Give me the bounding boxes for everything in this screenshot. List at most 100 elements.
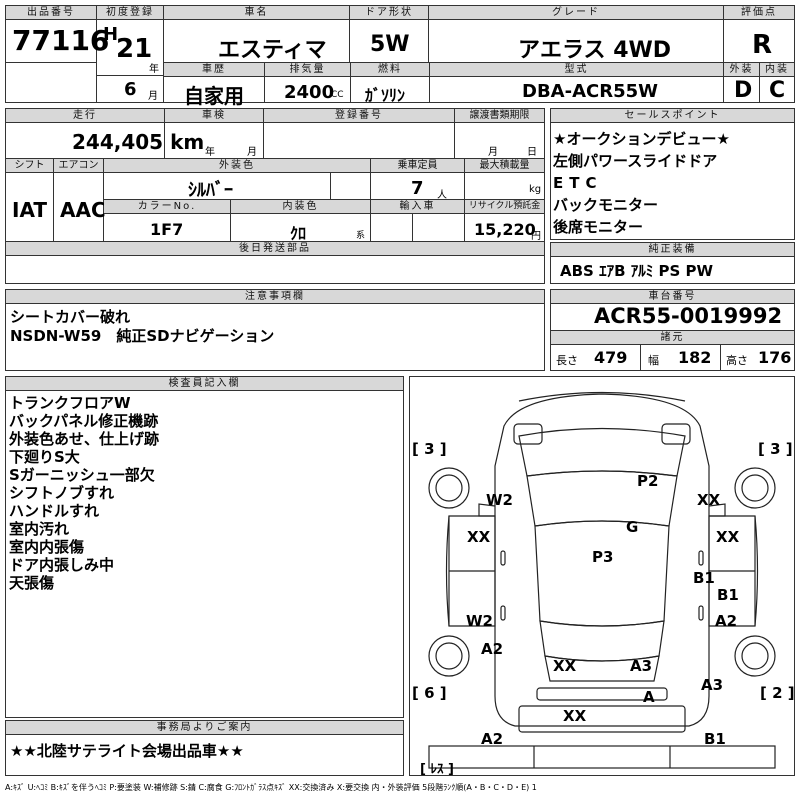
damage-mark: B1 xyxy=(704,730,726,748)
width: 182 xyxy=(678,348,712,367)
length: 479 xyxy=(594,348,628,367)
inspector-line: ハンドルすれ xyxy=(9,502,100,520)
chassis-label: 車台番号 xyxy=(551,290,794,304)
fuel-label: 燃料 xyxy=(351,63,429,77)
inspector-line: トランクフロアW xyxy=(9,394,131,412)
capacity-unit: 人 xyxy=(437,190,447,201)
grade-label: グレード xyxy=(429,6,723,20)
damage-mark: A2 xyxy=(481,640,504,658)
lot-label: 出品番号 xyxy=(6,6,96,20)
equipment-list: ABS ｴｱB ｱﾙﾐ PS PW xyxy=(560,262,714,280)
displacement-label: 排気量 xyxy=(265,63,350,77)
later-parts-label: 後日発送部品 xyxy=(6,242,544,256)
sales-point: 左側パワースライドドア xyxy=(553,152,718,170)
diagram-label-tl: [ 3 ] xyxy=(412,440,447,458)
score: R xyxy=(752,30,773,60)
inspector-line: 天張傷 xyxy=(9,574,55,592)
history-label: 車歴 xyxy=(164,63,264,77)
damage-mark: A3 xyxy=(630,657,653,675)
note-line: シートカバー破れ xyxy=(10,308,131,326)
model-label: 型式 xyxy=(430,63,723,77)
inspector-line: 室内内張傷 xyxy=(9,538,85,556)
mileage: 244,405 km xyxy=(72,130,205,154)
ext-score: D xyxy=(734,78,753,103)
insp-year-unit: 年 xyxy=(205,147,215,158)
door-type: 5W xyxy=(370,32,410,57)
damage-mark: A2 xyxy=(715,612,738,630)
regno-label: 登録番号 xyxy=(264,109,454,123)
door-label: ドア形状 xyxy=(350,6,428,20)
tr-month-unit: 月 xyxy=(488,147,498,158)
int-color-unit: 系 xyxy=(356,231,366,241)
diagram-label-br: [ 2 ] xyxy=(760,684,795,702)
inspector-line: 下廻りS大 xyxy=(9,448,80,466)
int-score: C xyxy=(769,78,786,103)
diagram-label-bottom: [ ﾚｽ ] xyxy=(420,762,454,777)
top-section xyxy=(5,5,795,103)
damage-mark: XX xyxy=(697,491,721,509)
damage-mark: XX xyxy=(563,707,587,725)
hgt-label: 高さ xyxy=(726,354,748,367)
notes-label: 注意事項欄 xyxy=(6,290,544,304)
int-color: ｸﾛ xyxy=(290,224,307,243)
load-label: 最大積載量 xyxy=(465,159,544,173)
wid-label: 幅 xyxy=(648,354,659,367)
office-label: 事務局よりご案内 xyxy=(6,721,403,735)
shift-label: シフト xyxy=(6,159,53,173)
height: 176 xyxy=(758,348,792,367)
damage-mark: W2 xyxy=(486,491,513,509)
equipment-label: 純正装備 xyxy=(551,243,794,257)
displacement: 2400 xyxy=(284,82,335,103)
year: 21 xyxy=(116,34,153,64)
recycle-unit: 円 xyxy=(531,231,541,242)
diagram-label-tr: [ 3 ] xyxy=(758,440,793,458)
recycle-label: リサイクル預託金 xyxy=(465,200,544,214)
transfer-label: 譲渡書類期限 xyxy=(455,109,544,123)
sales-points xyxy=(550,108,795,240)
fuel: ｶﾞｿﾘﾝ xyxy=(365,86,406,105)
sales-point: 後席モニター xyxy=(553,218,644,236)
damage-diagram xyxy=(409,376,795,776)
sales-point: バックモニター xyxy=(553,196,659,214)
color-label: 外装色 xyxy=(104,159,370,173)
year-unit: 年 xyxy=(149,64,159,75)
colorno-label: カラーNo. xyxy=(104,200,230,214)
inspector-label: 検査員記入欄 xyxy=(6,377,403,391)
damage-mark: B1 xyxy=(717,586,739,604)
insp-month-unit: 月 xyxy=(247,147,257,158)
capacity-label: 乗車定員 xyxy=(371,159,464,173)
inspector-section xyxy=(5,376,404,718)
damage-mark: XX xyxy=(467,528,491,546)
history: 自家用 xyxy=(184,84,244,108)
note-line: NSDN-W59 純正SDナビゲーション xyxy=(10,327,275,345)
damage-mark: W2 xyxy=(466,612,493,630)
diagram-label-bl: [ 6 ] xyxy=(412,684,447,702)
grade: アエラス 4WD xyxy=(518,38,672,63)
inspection-label: 車検 xyxy=(165,109,263,123)
capacity: 7 xyxy=(411,178,424,199)
inspector-line: Sガーニッシュ一部欠 xyxy=(9,466,155,484)
inspector-lines: トランクフロアW バックパネル修正機跡 外装色あせ、仕上げ跡 下廻りS大 Sガー… xyxy=(9,394,159,592)
int-color-label: 内装色 xyxy=(231,200,370,214)
damage-mark: A2 xyxy=(481,730,504,748)
ext-label: 外装 xyxy=(724,63,759,77)
legend: A:ｷｽﾞ U:ﾍｺﾐ B:ｷｽﾞを伴うﾍｺﾐ P:要塗装 W:補修跡 S:錆 … xyxy=(5,783,537,792)
int-label: 内装 xyxy=(760,63,794,77)
model: DBA-ACR55W xyxy=(522,81,658,102)
import-label: 輸入車 xyxy=(371,200,464,214)
damage-mark: G xyxy=(626,518,639,536)
body-color: ｼﾙﾊﾞｰ xyxy=(188,180,233,201)
inspector-line: 室内汚れ xyxy=(9,520,70,538)
damage-mark: B1 xyxy=(693,569,715,587)
displacement-unit: CC xyxy=(331,90,344,100)
sales-points-label: セールスポイント xyxy=(551,109,794,123)
month: 6 xyxy=(124,79,137,100)
era: H xyxy=(103,24,119,45)
specs-label: 諸元 xyxy=(551,331,794,345)
damage-mark: P3 xyxy=(592,548,614,566)
damage-mark: XX xyxy=(716,528,740,546)
color-no: 1F7 xyxy=(150,220,184,239)
car-name: エスティマ xyxy=(218,38,327,63)
first-reg-label: 初度登録 xyxy=(97,6,163,20)
month-unit: 月 xyxy=(148,91,158,102)
